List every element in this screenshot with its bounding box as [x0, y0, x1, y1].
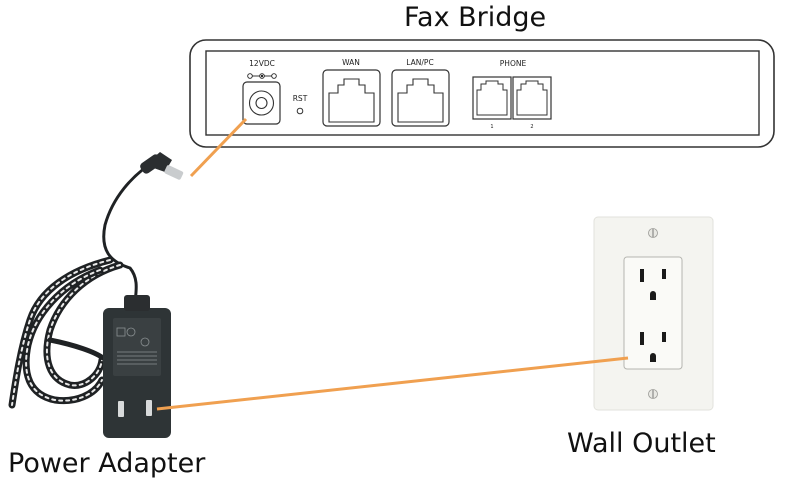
ethernet-jack-icon — [397, 78, 444, 123]
wan-port[interactable]: WAN — [322, 58, 381, 127]
lan-port-housing — [391, 69, 450, 127]
power-port[interactable]: 12VDC — [242, 59, 281, 125]
adapter-strain-relief — [124, 295, 150, 311]
reset-button[interactable]: RST — [293, 94, 308, 115]
phone-port-1-number: 1 — [490, 124, 493, 130]
dc-jack-housing — [242, 81, 281, 125]
device-back-panel — [205, 50, 760, 136]
wan-port-label: WAN — [342, 58, 360, 67]
lower-socket[interactable] — [640, 332, 666, 362]
power-adapter — [8, 152, 184, 438]
phone-port-2-housing — [512, 76, 552, 120]
reset-hole-icon — [296, 107, 304, 115]
power-port-label: 12VDC — [249, 59, 275, 68]
phone-port-2-number: 2 — [530, 124, 533, 130]
dc-jack-pin — [255, 96, 268, 110]
dc-jack-outer-ring — [248, 90, 275, 116]
reset-label: RST — [293, 94, 308, 103]
polarity-icon — [247, 73, 277, 79]
coiled-cable — [8, 156, 162, 409]
outlet-receptacle-face — [623, 256, 683, 370]
lan-port-label: LAN/PC — [406, 58, 433, 67]
connector-line-adapter-to-outlet — [156, 356, 629, 411]
certification-marks — [116, 327, 157, 365]
phone-port-label: PHONE — [500, 59, 527, 68]
phone-port-1-housing — [472, 76, 512, 120]
ethernet-jack-icon — [328, 78, 375, 123]
connector-line-adapter-to-12vdc — [189, 117, 248, 178]
power-adapter-label: Power Adapter — [8, 448, 206, 479]
lan-port[interactable]: LAN/PC — [391, 58, 450, 127]
phone-jack-icon — [516, 80, 548, 116]
phone-jack-icon — [476, 80, 508, 116]
adapter-label-plate — [113, 318, 161, 376]
phone-port-1[interactable]: 1 — [472, 76, 512, 130]
dc-barrel-plug — [140, 152, 184, 180]
upper-socket[interactable] — [640, 269, 666, 300]
phone-port-2[interactable]: 2 — [512, 76, 552, 130]
adapter-prong-left — [118, 401, 124, 417]
fax-bridge-device: 12VDC RST WAN LAN/PC — [189, 39, 775, 148]
wan-port-housing — [322, 69, 381, 127]
wall-outlet-label: Wall Outlet — [567, 428, 716, 459]
wall-outlet — [593, 216, 714, 411]
adapter-prong-right — [146, 400, 152, 416]
fax-bridge-title: Fax Bridge — [404, 2, 547, 33]
phone-ports: PHONE 1 2 — [472, 59, 552, 130]
